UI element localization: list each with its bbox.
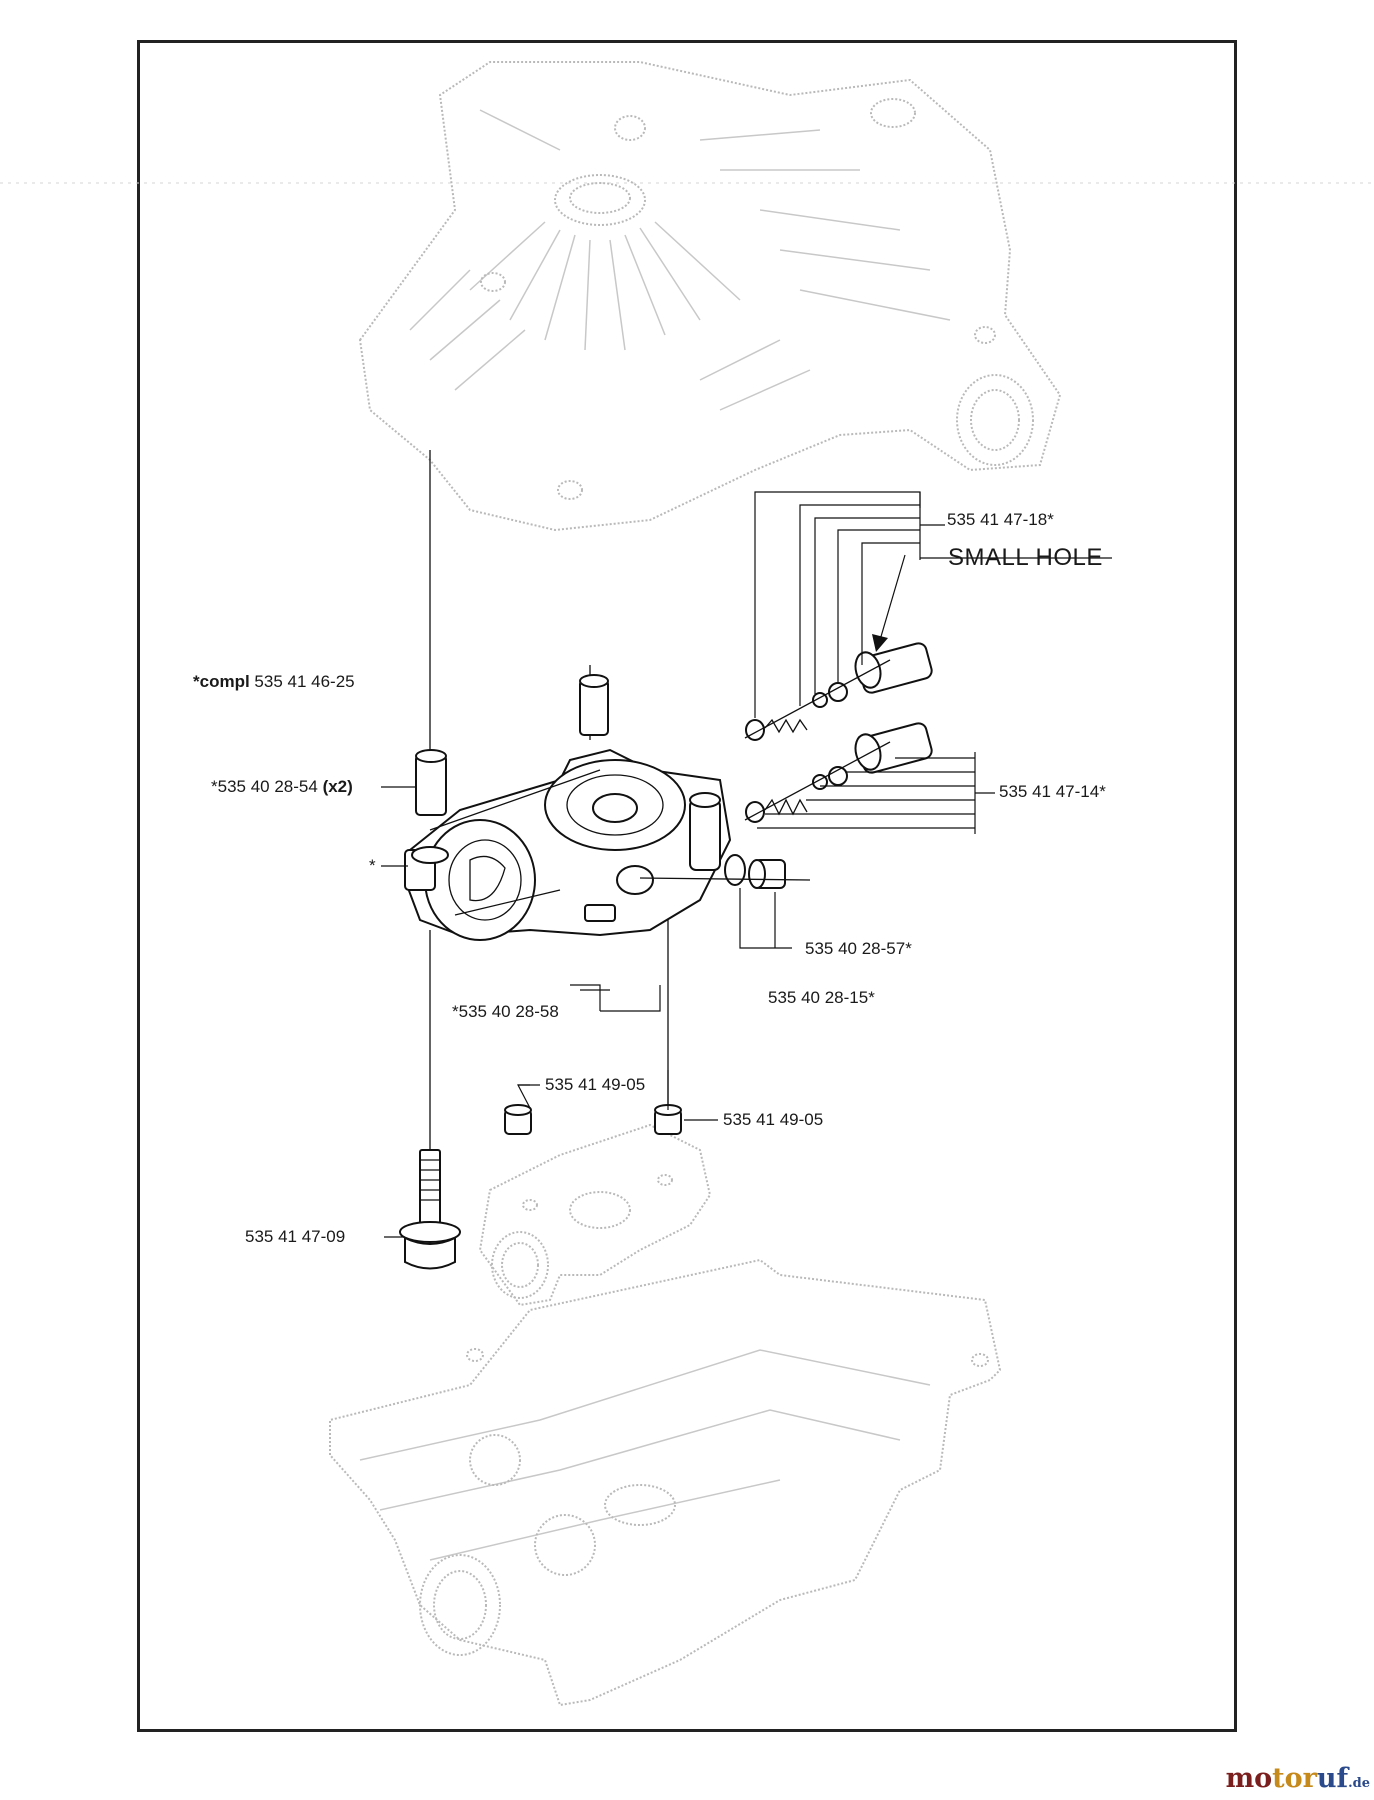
- label-asterisk-body: *: [369, 856, 376, 875]
- brand-logo: motoruf.de: [1226, 1763, 1370, 1794]
- bushing-left: [415, 749, 447, 816]
- end-cap: [478, 1123, 712, 1307]
- dowel-pins: [504, 1104, 682, 1135]
- charge-pump-body: [403, 748, 732, 941]
- label-bushing: *535 40 28-54 (x2): [211, 777, 353, 797]
- label-small-hole: SMALL HOLE: [948, 544, 1103, 571]
- label-valve-upper: 535 41 47-18*: [947, 510, 1054, 529]
- relief-valve-upper: [744, 642, 933, 741]
- hex-bolt: [399, 1149, 461, 1270]
- leader-upper-valve: [754, 491, 1112, 718]
- label-bolt: 535 41 47-09: [245, 1227, 346, 1246]
- logo-part3: uf: [1316, 1763, 1349, 1794]
- label-compl: *compl 535 41 46-25: [193, 672, 355, 692]
- label-pin-right: 535 41 49-05: [723, 1110, 824, 1129]
- drawing-frame: [137, 40, 1237, 1732]
- relief-valve-lower: [744, 722, 933, 823]
- logo-part1: mo: [1225, 1763, 1273, 1794]
- label-oring: 535 40 28-15*: [768, 988, 875, 1007]
- label-fitting: 535 40 28-57*: [805, 939, 912, 958]
- bushing-upper: [579, 674, 609, 736]
- upper-housing: [358, 61, 1062, 532]
- label-bushing-qty: (x2): [322, 777, 353, 796]
- label-plate: *535 40 28-58: [452, 1002, 559, 1021]
- label-pin-left: 535 41 49-05: [545, 1075, 646, 1094]
- oring-and-fitting: [639, 854, 811, 889]
- leader-lower-valve: [757, 752, 995, 834]
- label-compl-number: 535 41 46-25: [254, 672, 355, 691]
- logo-tld: .de: [1348, 1776, 1370, 1791]
- label-bushing-number: *535 40 28-54: [211, 777, 318, 796]
- logo-part2: tor: [1272, 1763, 1317, 1794]
- label-compl-prefix: *compl: [193, 672, 250, 691]
- label-valve-lower: 535 41 47-14*: [999, 782, 1106, 801]
- lower-housing: [329, 1258, 1002, 1707]
